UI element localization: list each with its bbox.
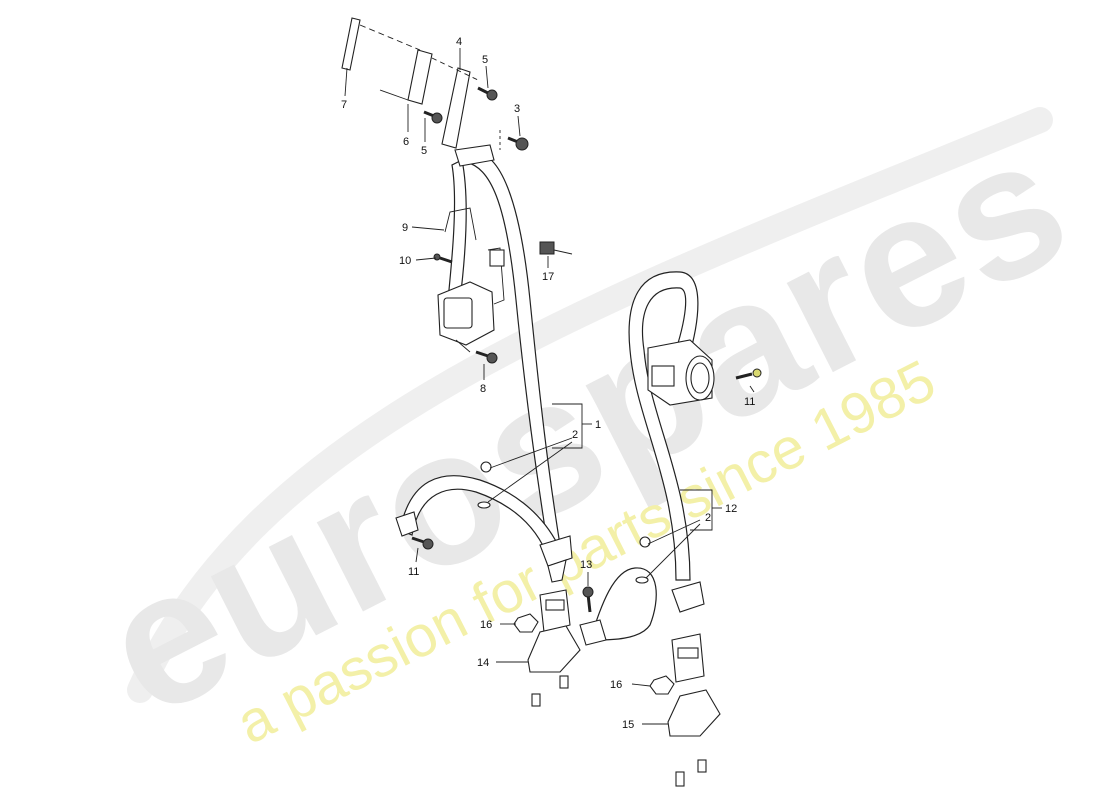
bolt-part-5-lower [423, 110, 443, 124]
label-part-3: 3 [514, 103, 520, 115]
trim-cover-part-7 [341, 17, 361, 71]
front-seat-belt-left [395, 144, 573, 583]
label-part-5-top: 5 [482, 54, 488, 66]
label-part-1: 1 [595, 419, 601, 431]
belt-retractor-right [647, 339, 715, 406]
upper-anchor-assembly [341, 17, 529, 151]
spring-pin [531, 693, 541, 707]
label-part-7: 7 [341, 99, 347, 111]
spring-pin [697, 759, 707, 773]
spring-pin [675, 771, 685, 787]
belt-tongue-right [671, 581, 705, 613]
label-part-13: 13 [580, 559, 592, 571]
label-part-11-left: 11 [408, 566, 419, 578]
buckle-assembly-part-15 [667, 633, 721, 787]
washer-part-2-right [635, 576, 649, 584]
cap-part-2-left [480, 461, 492, 473]
part-labels: 1 2 2 3 4 5 5 6 7 8 9 10 11 11 12 13 14 … [341, 36, 755, 731]
bolt-part-3 [499, 130, 529, 151]
height-adjuster-rail-part-4 [441, 67, 471, 149]
belt-guide-loop-top [454, 144, 495, 167]
retractor-belt-strap-left [447, 159, 467, 301]
watermark-swoosh [127, 107, 1053, 703]
dashed-guide-line [359, 24, 421, 51]
belt-tongue-tip-left [547, 559, 567, 583]
label-part-14: 14 [477, 657, 489, 669]
leader-lines [344, 48, 755, 725]
lap-belt-strap-right [589, 567, 657, 641]
washer-part-2-left [477, 501, 491, 509]
label-part-16-left: 16 [480, 619, 492, 631]
watermark-brand: eurospares [72, 93, 1099, 756]
watermark: eurospares a passion for parts since 198… [72, 93, 1099, 756]
spring-pin [559, 675, 569, 689]
bolt-part-13 [582, 586, 594, 613]
label-part-17: 17 [542, 271, 554, 283]
label-part-2-right: 2 [705, 512, 711, 524]
clip-part-17 [539, 241, 573, 255]
belt-retractor-left [437, 247, 505, 353]
guide-bracket-part-9 [444, 207, 477, 241]
label-part-5-bottom: 5 [421, 145, 427, 157]
lap-belt-anchor-plate-right [579, 619, 607, 646]
lap-belt-anchor-plate-left [395, 511, 419, 537]
label-part-16-right: 16 [610, 679, 622, 691]
guide-line [379, 89, 409, 101]
bolt-part-5-upper [477, 86, 498, 101]
rear-seat-belt-right [579, 271, 762, 646]
label-part-4: 4 [456, 36, 462, 48]
label-part-15: 15 [622, 719, 634, 731]
bracket-part-6 [407, 49, 433, 105]
bolt-part-8 [475, 350, 498, 364]
label-part-8: 8 [480, 383, 486, 395]
label-part-12: 12 [725, 503, 737, 515]
label-part-11-right: 11 [744, 396, 755, 408]
bolt-part-11-right [735, 368, 762, 380]
label-part-2-left: 2 [572, 429, 578, 441]
dashed-guide-line [431, 57, 479, 81]
screw-part-10 [433, 253, 453, 264]
label-part-6: 6 [403, 136, 409, 148]
cap-part-2-right [639, 536, 651, 548]
belt-tongue-left [539, 535, 573, 567]
nut-part-16-right [649, 675, 675, 695]
buckle-assembly-part-14 [527, 589, 581, 707]
label-part-9: 9 [402, 222, 408, 234]
label-part-10: 10 [399, 255, 411, 267]
bolt-part-11-left [411, 536, 434, 550]
